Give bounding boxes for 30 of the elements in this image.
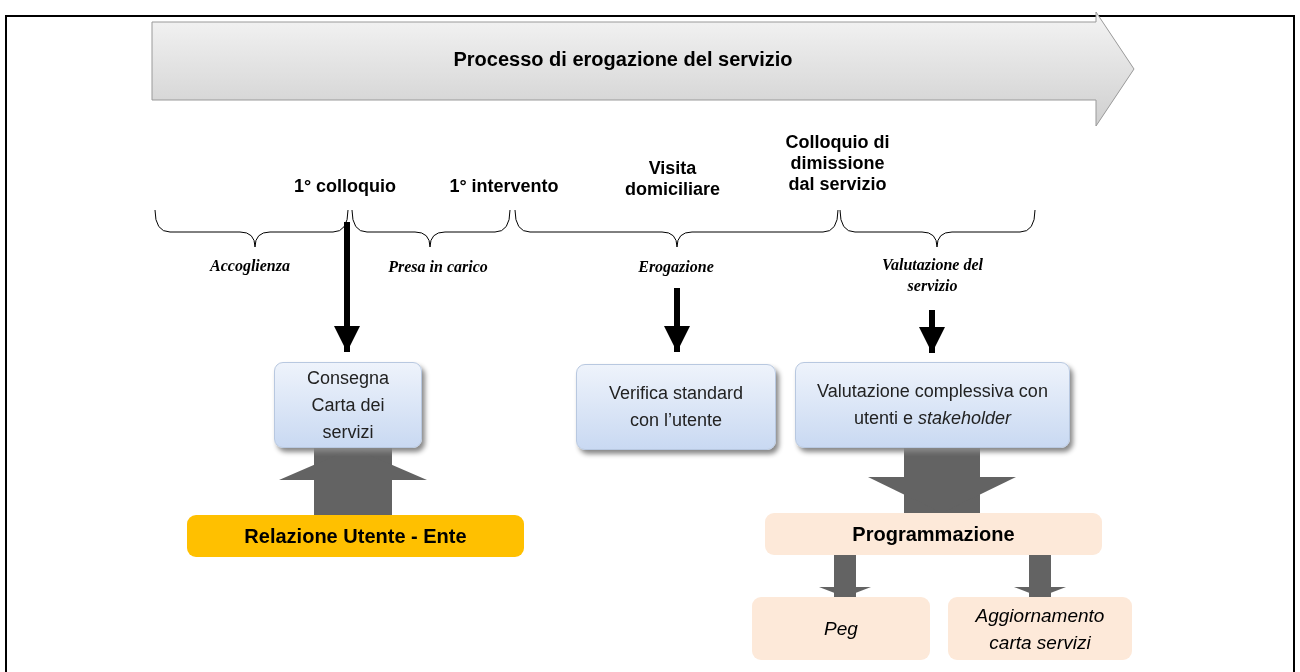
box-label: Verifica standard con l’utente <box>607 382 745 432</box>
box-label: Consegna Carta dei servizi <box>305 366 391 444</box>
arrow <box>664 288 690 352</box>
milestone-label: 1° colloquio <box>280 176 410 200</box>
process-arrow <box>152 12 1134 126</box>
process-box <box>765 513 1102 555</box>
process-box <box>752 597 930 660</box>
phase-label: Erogazione <box>600 256 752 280</box>
box-label: Aggiornamento carta servizi <box>974 603 1106 655</box>
process-box <box>274 362 422 448</box>
process-box <box>948 597 1132 660</box>
process-box <box>795 362 1070 448</box>
milestone-label: Colloquio di dimissione dal servizio <box>784 132 891 195</box>
phase-label: Presa in carico <box>387 257 489 277</box>
arrow <box>1014 555 1066 597</box>
block-arrow <box>868 448 1016 513</box>
process-title: Processo di erogazione del servizio <box>452 47 794 71</box>
arrow <box>919 310 945 353</box>
milestone-label: Visita domiciliare <box>623 158 721 200</box>
box-label: Valutazione complessiva con utenti e stakeholder <box>816 380 1049 430</box>
box-label: Programmazione <box>851 521 1016 547</box>
process-box <box>187 515 524 557</box>
box-label: Relazione Utente - Ente <box>243 524 468 548</box>
box-label: Peg <box>823 617 859 641</box>
arrow <box>334 222 360 352</box>
process-box <box>576 364 776 450</box>
milestone-label: 1° intervento <box>448 176 560 197</box>
phase-label: Valutazione del servizio <box>870 254 995 300</box>
arrow <box>819 555 871 597</box>
phase-label: Accoglienza <box>208 256 291 276</box>
